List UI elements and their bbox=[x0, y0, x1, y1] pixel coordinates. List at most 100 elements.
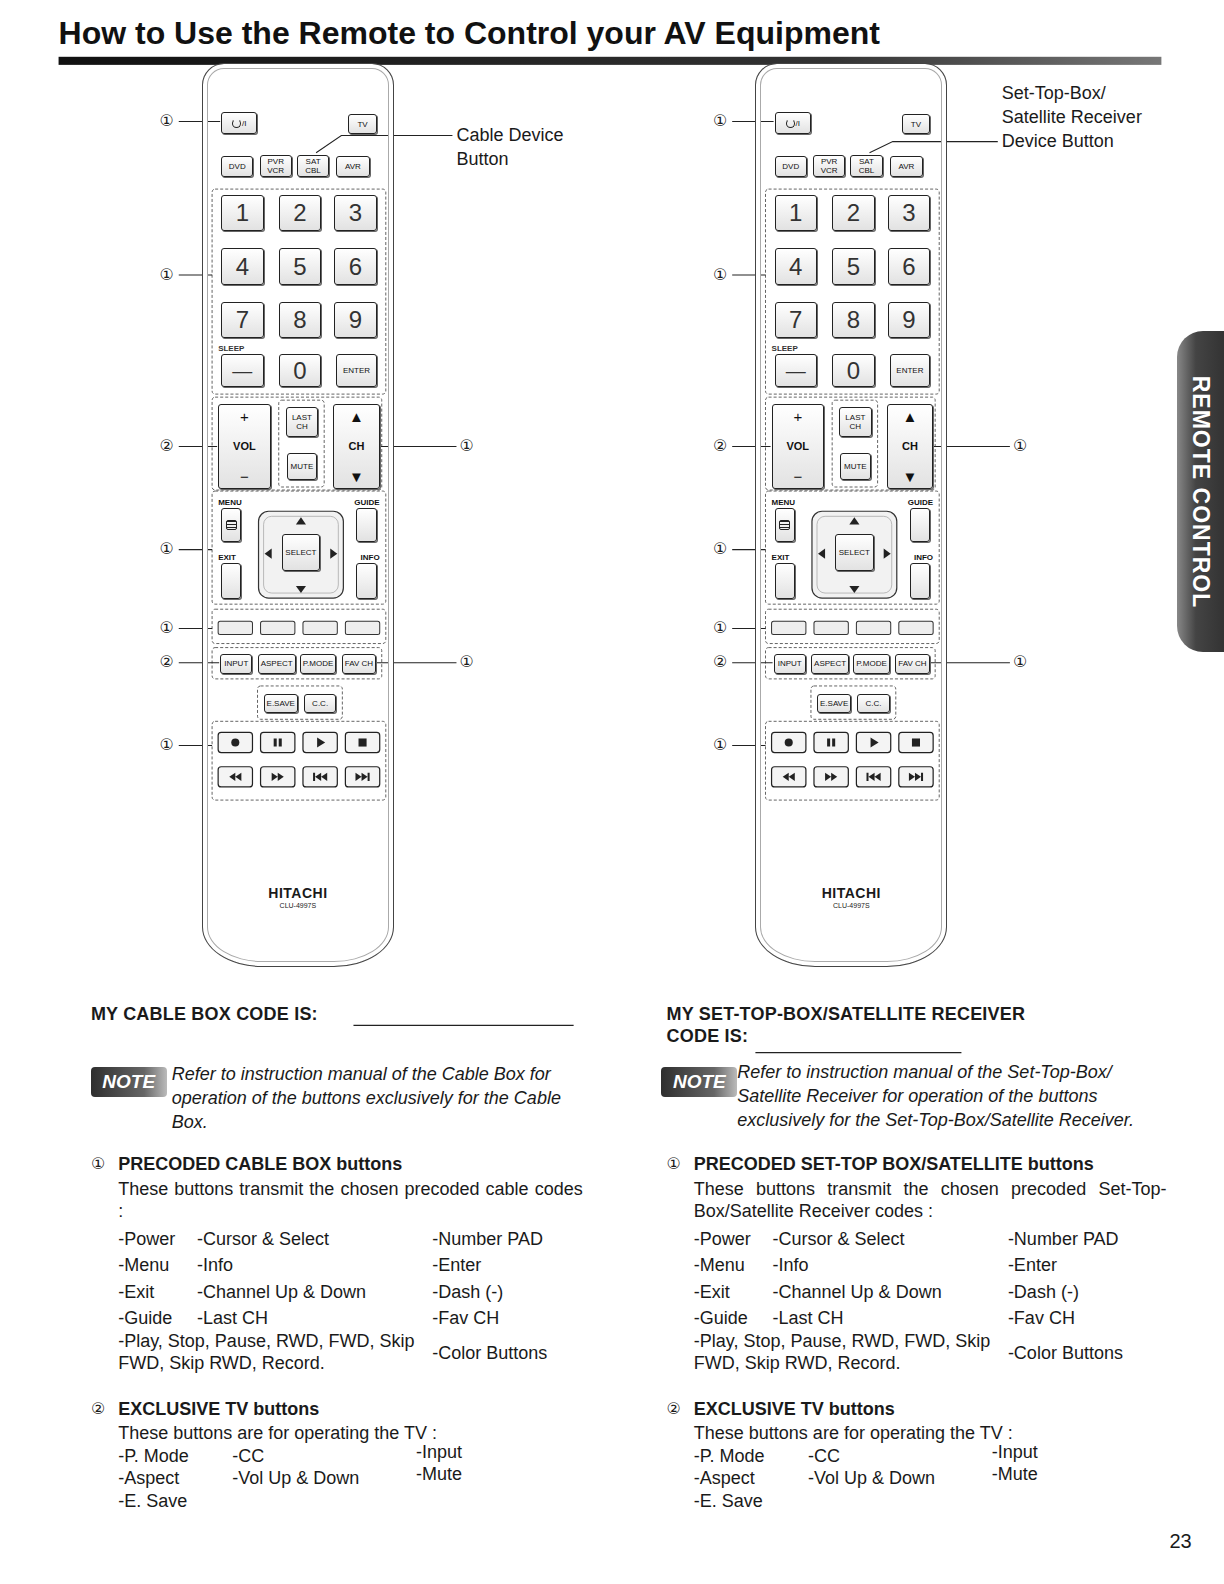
number-key: 5 bbox=[279, 248, 321, 284]
button-text: ASPECT bbox=[261, 659, 293, 668]
list-item: -CC bbox=[808, 1445, 840, 1467]
direction-arrow bbox=[330, 549, 337, 559]
button-text: 4 bbox=[789, 254, 802, 280]
rocker-key: +VOL− bbox=[772, 404, 825, 489]
button-text: LAST CH bbox=[288, 413, 316, 431]
button-text: − bbox=[793, 468, 802, 485]
group-outline bbox=[766, 397, 936, 490]
key-button: PVR VCR bbox=[813, 155, 845, 177]
button-text: CH bbox=[902, 440, 918, 453]
body-text: These buttons transmit the chosen precod… bbox=[118, 1178, 583, 1222]
button-text: + bbox=[240, 408, 249, 425]
transport-icon bbox=[825, 773, 837, 781]
button-text: AVR bbox=[898, 162, 914, 171]
key-button: TV bbox=[902, 114, 930, 134]
callout-number: ② bbox=[713, 435, 727, 457]
button-text: EXIT bbox=[772, 553, 790, 562]
button-text: MENU bbox=[218, 498, 242, 507]
group-outline bbox=[766, 609, 940, 643]
button-text: GUIDE bbox=[908, 498, 933, 507]
button-text: PVR VCR bbox=[262, 157, 290, 175]
button-text: TV bbox=[911, 120, 921, 129]
button-text: 6 bbox=[902, 254, 915, 280]
list-item: -Dash (-) bbox=[432, 1281, 503, 1303]
note-text: Refer to instruction manual of the Set-T… bbox=[737, 1060, 1163, 1132]
leader-line bbox=[933, 446, 1010, 447]
button-text: 5 bbox=[293, 254, 306, 280]
key-button: SELECT bbox=[835, 534, 873, 570]
key-button: SELECT bbox=[282, 534, 320, 570]
callout-number: ① bbox=[160, 264, 174, 286]
transport-icon bbox=[272, 773, 284, 781]
button-text: SLEEP bbox=[218, 344, 244, 353]
button-text: ▼ bbox=[349, 468, 364, 485]
number-key: SLEEP— bbox=[221, 354, 263, 386]
button-text: ENTER bbox=[896, 366, 923, 375]
direction-pad-ring bbox=[264, 516, 339, 593]
leader-line bbox=[179, 549, 212, 550]
number-key: 4 bbox=[221, 248, 263, 284]
code-heading: MY CABLE BOX CODE IS: bbox=[91, 1003, 318, 1025]
key-button: SAT CBL bbox=[297, 155, 329, 177]
transport-icon bbox=[231, 738, 239, 746]
remote-body: HITACHICLU-4997S/ITVDVDPVR VCRSAT CBLAVR… bbox=[202, 63, 394, 968]
list-item: -Power bbox=[118, 1228, 175, 1250]
section-heading: PRECODED CABLE BOX buttons bbox=[118, 1153, 402, 1175]
button-text: AVR bbox=[345, 162, 361, 171]
button-text: 3 bbox=[902, 200, 915, 226]
button-text: 3 bbox=[349, 200, 362, 226]
leader-line bbox=[179, 274, 212, 275]
leader-line bbox=[732, 549, 765, 550]
button-text: E.SAVE bbox=[820, 699, 848, 708]
group-outline bbox=[258, 686, 343, 719]
button-text: 4 bbox=[236, 254, 249, 280]
key-button: TV bbox=[348, 114, 376, 134]
key-button: AVR bbox=[890, 156, 923, 177]
color-button bbox=[261, 621, 295, 634]
button-text: MUTE bbox=[291, 462, 314, 471]
button-text: INPUT bbox=[778, 659, 802, 668]
button-text: C.C. bbox=[866, 699, 882, 708]
transport-icon bbox=[827, 738, 835, 746]
list-item: -Menu bbox=[694, 1254, 745, 1276]
section-heading: PRECODED SET-TOP BOX/SATELLITE buttons bbox=[694, 1153, 1094, 1175]
button-text: NOTE bbox=[673, 1071, 726, 1093]
rocker-key: ▲CH▼ bbox=[333, 404, 379, 489]
device-button-label: Cable Device Button bbox=[456, 123, 582, 171]
button-text: 8 bbox=[847, 307, 860, 333]
button-text: 8 bbox=[293, 307, 306, 333]
rocker-key: +VOL− bbox=[218, 404, 271, 489]
transport-button bbox=[261, 732, 295, 752]
button-text: ASPECT bbox=[814, 659, 846, 668]
button-text: SAT CBL bbox=[299, 157, 327, 175]
list-item: -Vol Up & Down bbox=[232, 1467, 359, 1489]
list-item: -Dash (-) bbox=[1008, 1281, 1079, 1303]
button-text: ▲ bbox=[902, 408, 917, 425]
list-item: -Last CH bbox=[197, 1307, 268, 1329]
number-key: 5 bbox=[832, 248, 874, 284]
transport-button bbox=[218, 767, 252, 787]
list-item: -Channel Up & Down bbox=[197, 1281, 366, 1303]
transport-icon bbox=[317, 737, 325, 747]
button-text: C.C. bbox=[312, 699, 328, 708]
number-key: 8 bbox=[279, 302, 321, 338]
color-button bbox=[856, 621, 890, 634]
device-button-label: Set-Top-Box/ Satellite Receiver Device B… bbox=[1002, 81, 1169, 153]
button-text: MENU bbox=[772, 498, 796, 507]
list-item: -Exit bbox=[694, 1281, 730, 1303]
key-button: C.C. bbox=[857, 694, 889, 713]
button-text: 7 bbox=[236, 307, 249, 333]
group-outline bbox=[212, 491, 386, 604]
color-button bbox=[345, 621, 379, 634]
group-outline bbox=[212, 721, 386, 800]
section-heading: EXCLUSIVE TV buttons bbox=[118, 1398, 319, 1420]
list-item: -Vol Up & Down bbox=[808, 1467, 935, 1489]
number-key: 6 bbox=[888, 248, 930, 284]
page-number: 23 bbox=[1169, 1529, 1191, 1553]
list-item: -Aspect bbox=[118, 1467, 179, 1489]
key-button: ASPECT bbox=[811, 654, 849, 673]
transport-button bbox=[772, 767, 806, 787]
code-heading: MY SET-TOP-BOX/SATELLITE RECEIVER CODE I… bbox=[667, 1003, 1071, 1047]
callout-number: ① bbox=[91, 1153, 105, 1175]
callout-number: ① bbox=[713, 110, 727, 132]
